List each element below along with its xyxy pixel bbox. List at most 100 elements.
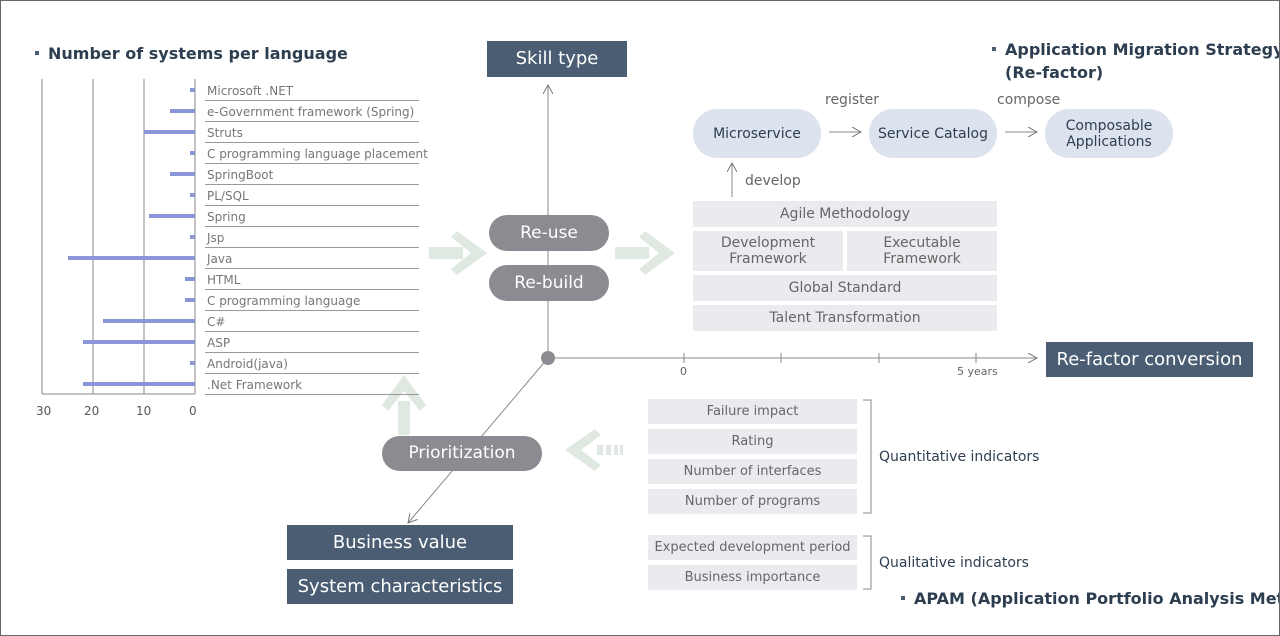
- axis-start-label: 0: [680, 365, 687, 378]
- category-label: Struts: [207, 126, 243, 140]
- bar: [189, 361, 195, 365]
- bar: [189, 235, 195, 239]
- category-label: Java: [207, 252, 233, 266]
- development-framework-box: Development Framework: [693, 231, 843, 271]
- skill-type-label: Skill type: [487, 41, 627, 77]
- exec-fw-text-2: Framework: [883, 251, 961, 267]
- quantitative-item-text: Failure impact: [706, 403, 799, 419]
- bar: [184, 298, 195, 302]
- apam-title-text: APAM (Application Portfolio Analysis Met…: [914, 589, 1279, 608]
- axis-end-label: 5 years: [957, 365, 998, 378]
- refactor-conversion-label: Re-factor conversion: [1046, 342, 1253, 377]
- business-value-label: Business value: [287, 525, 513, 560]
- category-label: Microsoft .NET: [207, 84, 294, 98]
- service-catalog-text: Service Catalog: [878, 125, 988, 142]
- category-label: C programming language: [207, 294, 361, 308]
- talent-transformation-box: Talent Transformation: [693, 305, 997, 331]
- prioritization-pill: Prioritization: [382, 436, 542, 471]
- agile-methodology-box: Agile Methodology: [693, 201, 997, 227]
- category-separator: [205, 163, 419, 164]
- chart-title: Number of systems per language: [35, 44, 348, 63]
- system-characteristics-label: System characteristics: [287, 569, 513, 604]
- category-separator: [205, 226, 419, 227]
- qualitative-item: Expected development period: [648, 535, 857, 560]
- bar: [67, 256, 195, 260]
- category-separator: [205, 100, 419, 101]
- global-standard-text: Global Standard: [788, 280, 902, 296]
- bar: [169, 109, 195, 113]
- category-label: C#: [207, 315, 226, 329]
- x-tick-label: 0: [189, 404, 197, 418]
- qualitative-bracket: [863, 535, 872, 590]
- category-label: SpringBoot: [207, 168, 274, 182]
- green-arrow-up: [382, 375, 426, 435]
- bar: [144, 130, 195, 134]
- strategy-title: Application Migration Strategy (Re-facto…: [992, 38, 1280, 84]
- category-label: .Net Framework: [207, 378, 303, 392]
- quantitative-item-text: Number of programs: [684, 493, 821, 509]
- rebuild-pill: Re-build: [489, 265, 609, 301]
- global-standard-box: Global Standard: [693, 275, 997, 301]
- quantitative-item-text: Rating: [731, 433, 774, 449]
- service-catalog-node: Service Catalog: [869, 109, 997, 158]
- category-label: e-Government framework (Spring): [207, 105, 415, 119]
- apam-title: APAM (Application Portfolio Analysis Met…: [901, 589, 1279, 608]
- category-label: C programming language placement: [207, 147, 428, 161]
- category-label: Jsp: [207, 231, 225, 245]
- bullet-icon: [35, 50, 39, 55]
- quantitative-bracket: [863, 399, 872, 514]
- category-label: HTML: [207, 273, 241, 287]
- qualitative-item-text: Expected development period: [654, 539, 851, 555]
- category-separator: [205, 205, 419, 206]
- composable-text-1: Composable: [1065, 117, 1153, 134]
- composable-text-2: Applications: [1066, 133, 1152, 150]
- axis-origin: [541, 351, 555, 365]
- microservice-node: Microservice: [693, 109, 821, 158]
- category-label: ASP: [207, 336, 231, 350]
- composable-applications-node: Composable Applications: [1045, 109, 1173, 158]
- quantitative-item: Rating: [648, 429, 857, 454]
- qualitative-item: Business importance: [648, 565, 857, 590]
- quantitative-label: Quantitative indicators: [879, 449, 1040, 465]
- x-tick-label: 10: [136, 404, 152, 418]
- strategy-title-line1: Application Migration Strategy: [1005, 40, 1280, 59]
- bar: [189, 151, 195, 155]
- talent-text: Talent Transformation: [769, 310, 921, 326]
- bar: [82, 382, 195, 386]
- green-arrow-right-2: [615, 231, 675, 275]
- bar: [169, 172, 195, 176]
- dev-fw-text-2: Framework: [729, 251, 807, 267]
- qualitative-label: Qualitative indicators: [879, 555, 1029, 571]
- reuse-pill: Re-use: [489, 215, 609, 251]
- category-separator: [205, 121, 419, 122]
- develop-label: develop: [745, 173, 801, 189]
- category-separator: [205, 310, 419, 311]
- bar: [184, 277, 195, 281]
- category-separator: [205, 247, 419, 248]
- register-label: register: [825, 92, 879, 108]
- microservice-text: Microservice: [713, 125, 801, 142]
- strategy-title-line2: (Re-factor): [1005, 63, 1104, 82]
- dev-fw-text-1: Development: [720, 235, 816, 251]
- category-separator: [205, 289, 419, 290]
- category-label: Android(java): [207, 357, 288, 371]
- category-separator: [205, 352, 419, 353]
- category-label: PL/SQL: [207, 189, 249, 203]
- bar: [189, 88, 195, 92]
- category-separator: [205, 373, 419, 374]
- bar: [189, 193, 195, 197]
- green-arrow-left-dashed: [565, 429, 623, 471]
- category-separator: [205, 142, 419, 143]
- bullet-icon: [901, 595, 905, 600]
- green-arrow-right-1: [429, 231, 487, 275]
- quantitative-item-text: Number of interfaces: [683, 463, 822, 479]
- quantitative-item: Number of programs: [648, 489, 857, 514]
- category-separator: [205, 331, 419, 332]
- category-separator: [205, 394, 419, 395]
- bar: [82, 340, 195, 344]
- bullet-icon: [992, 46, 996, 51]
- executable-framework-box: Executable Framework: [847, 231, 997, 271]
- category-label: Spring: [207, 210, 246, 224]
